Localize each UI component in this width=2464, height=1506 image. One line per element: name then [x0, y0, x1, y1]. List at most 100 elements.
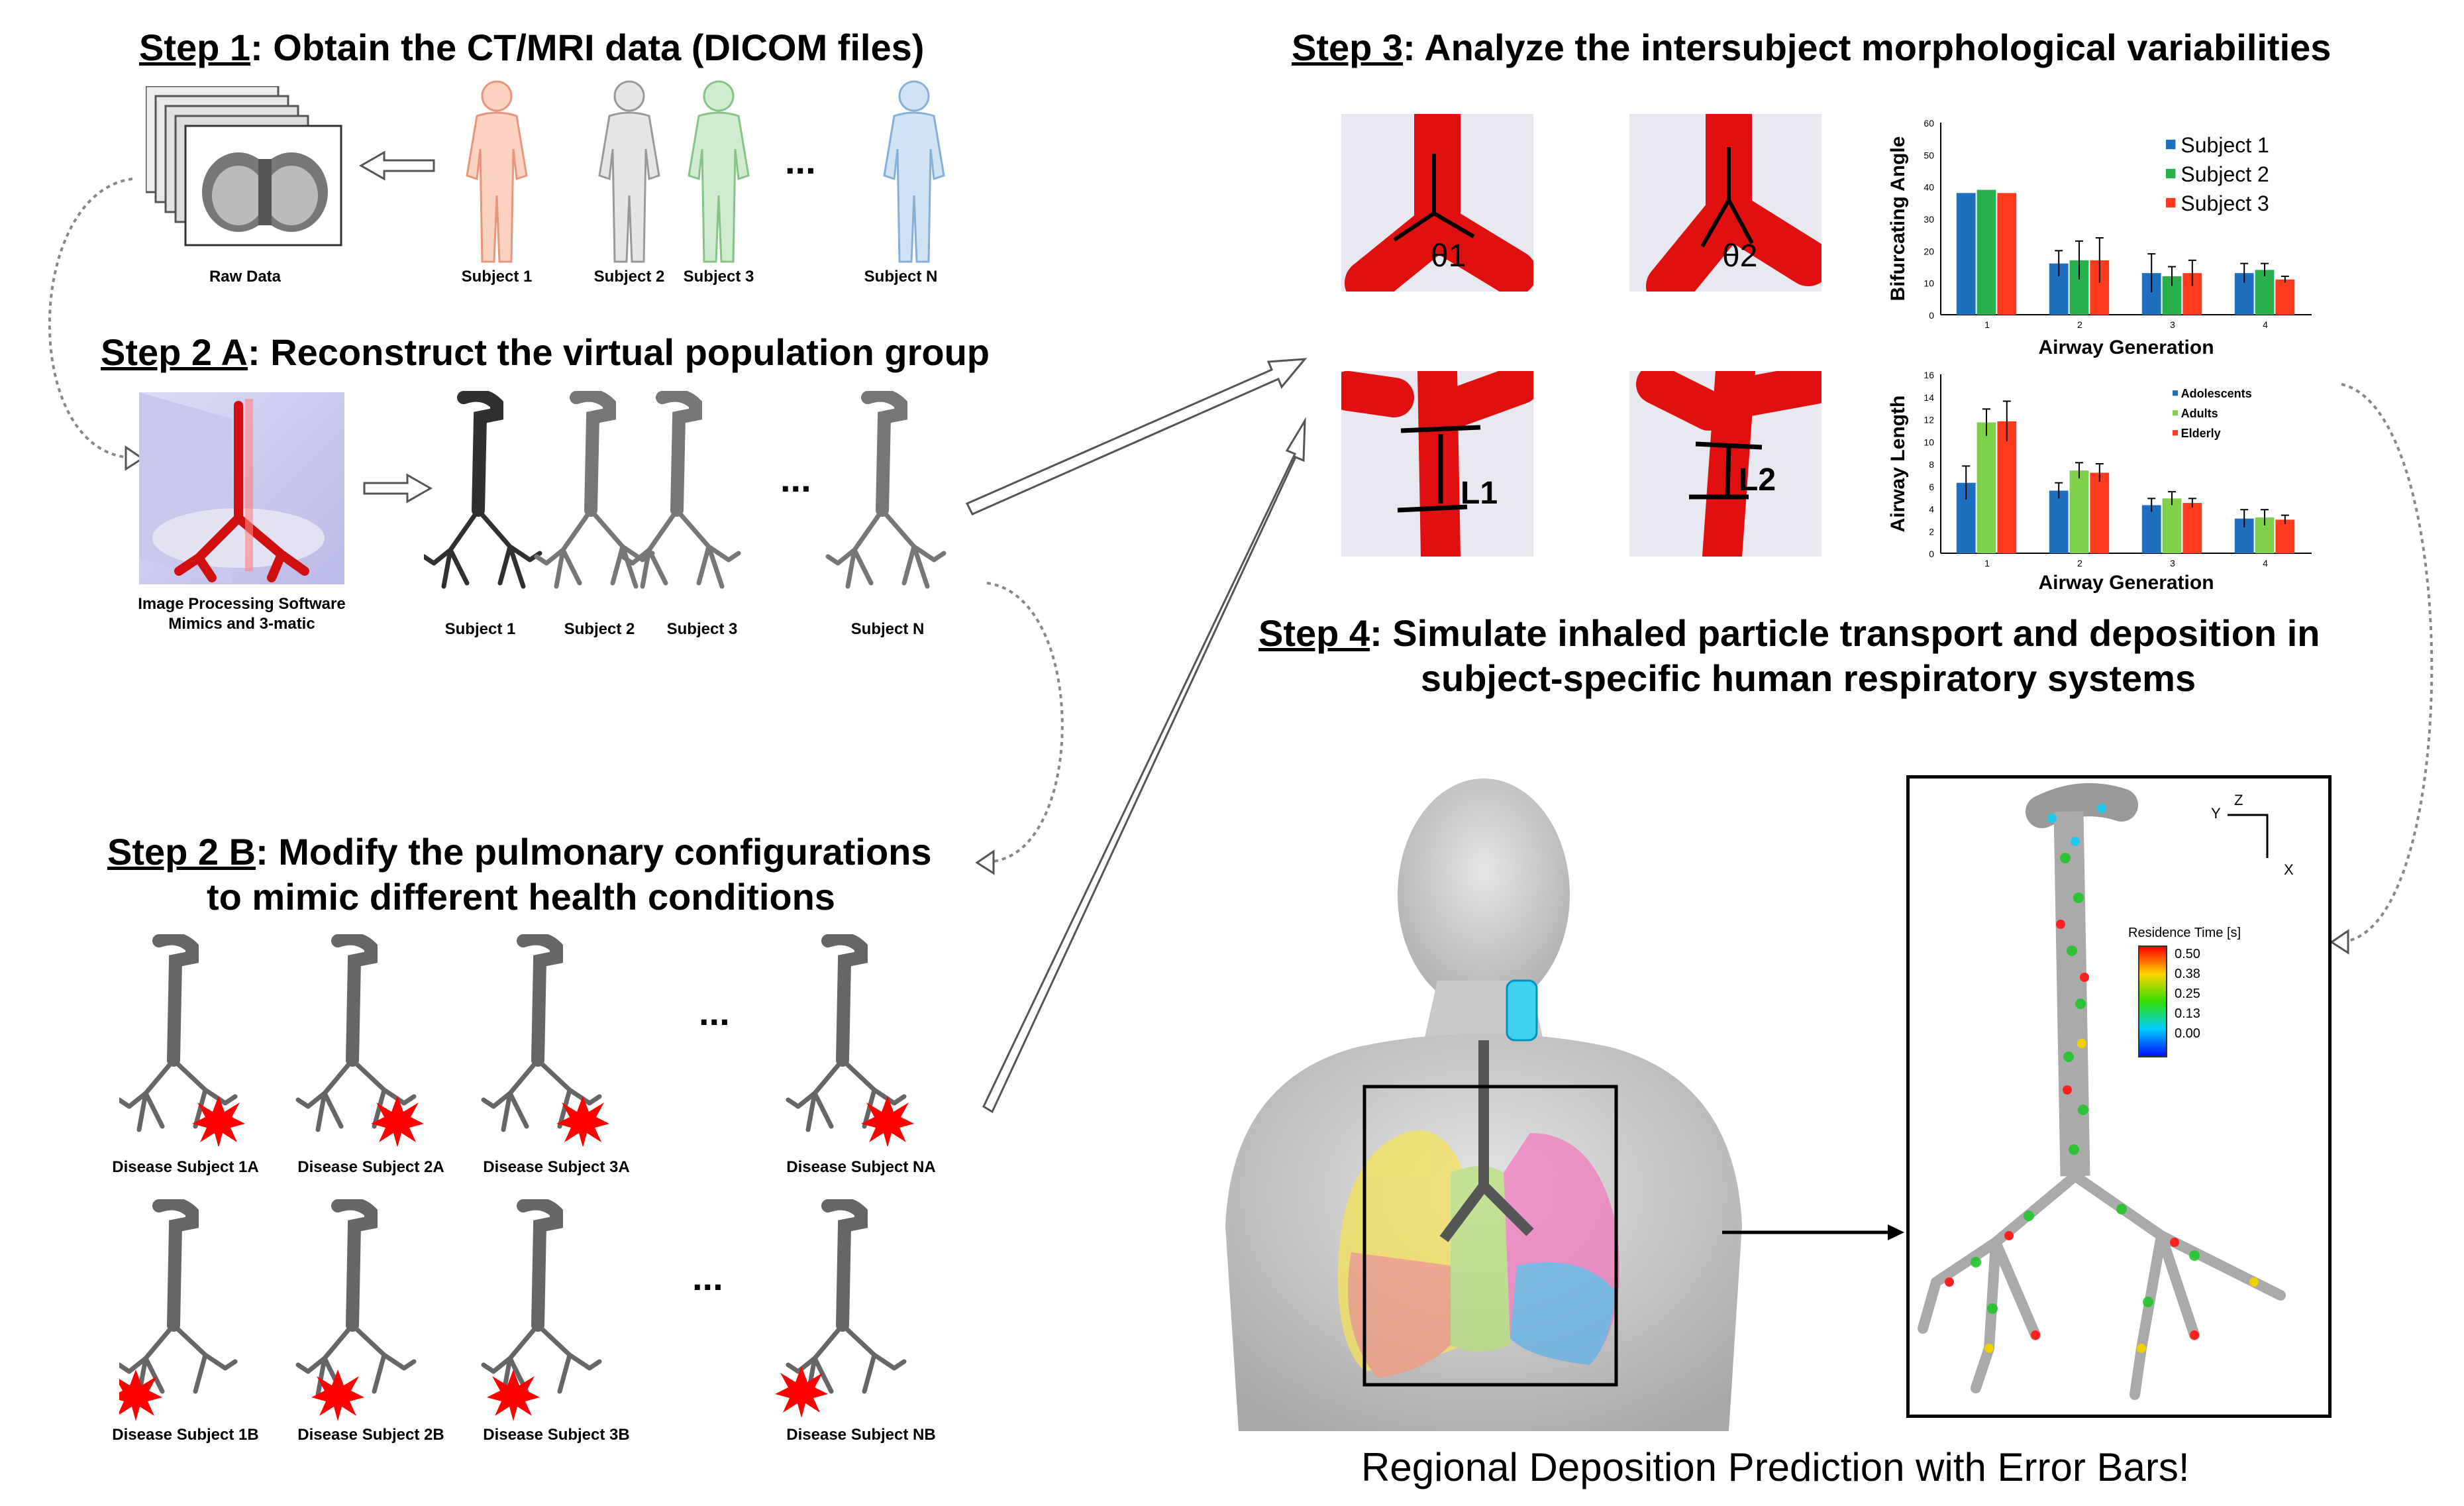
diagonal-arrow-upper-icon: [965, 358, 1308, 515]
colorbar-tick-4: 0.13: [2175, 1006, 2200, 1021]
y-axis-title: Airway Length: [1887, 396, 1909, 533]
diagonal-arrow-lower-icon: [982, 417, 1306, 1114]
step2b-title: Step 2 B: Modify the pulmonary configura…: [107, 830, 932, 875]
step1-text: : Obtain the CT/MRI data (DICOM files): [250, 27, 925, 68]
ellipsis-top: ...: [785, 140, 816, 182]
software-caption-line2: Mimics and 3-matic: [168, 615, 315, 633]
angle-image-1: θ1: [1341, 91, 1537, 306]
disease-airway-na-icon: [788, 939, 914, 1146]
disease-caption-na: Disease Subject NA: [786, 1158, 936, 1176]
step4-label: Step 4: [1258, 612, 1370, 654]
disease-caption-2a: Disease Subject 2A: [297, 1158, 444, 1176]
disease-airways-row-b: [119, 1199, 994, 1421]
subject-caption-mid-2: Subject 2: [564, 620, 635, 638]
angle-image-2: θ2: [1629, 91, 1831, 309]
ellipsis-mid: ...: [780, 458, 811, 500]
body-subject-2-icon: [598, 80, 660, 263]
curved-arrow-left: [48, 178, 144, 471]
bar-elderly-gen-2: [2090, 472, 2110, 553]
box-to-render-arrow-icon: [1722, 1224, 1904, 1240]
airway-bifurcation-angle-2: θ2: [1646, 91, 1831, 309]
step1-title: Step 1: Obtain the CT/MRI data (DICOM fi…: [139, 25, 924, 70]
step3-label: Step 3: [1292, 27, 1404, 68]
disease-caption-nb: Disease Subject NB: [786, 1426, 936, 1444]
x-tick-label: 3: [2170, 558, 2175, 568]
subject-caption-mid-n: Subject N: [850, 620, 925, 638]
y-tick-label: 16: [1924, 370, 1934, 380]
legend-label-3: Subject 3: [2181, 191, 2269, 215]
x-tick-label: 3: [2170, 319, 2175, 330]
disease-airway-2b-icon: [298, 1204, 414, 1421]
bar-elderly-gen-1: [1997, 421, 2017, 553]
disease-airway-1a-icon: [119, 939, 245, 1146]
colorbar-tick-3: 0.25: [2175, 987, 2200, 1001]
y-tick-label: 10: [1924, 437, 1934, 447]
x-tick-label: 4: [2263, 558, 2268, 568]
legend-swatch-1: [2166, 139, 2176, 150]
bar-elderly-gen-3: [2182, 503, 2202, 553]
disease-airway-3a-icon: [484, 939, 609, 1146]
y-tick-label: 50: [1924, 150, 1934, 160]
airway-subject-1-icon: [424, 396, 540, 586]
step2a-text: : Reconstruct the virtual population gro…: [247, 331, 990, 373]
y-axis-title: Bifurcating Angle: [1887, 136, 1909, 301]
step2b-line2: to mimic different health conditions: [207, 876, 835, 918]
right-arrow-icon: [363, 473, 433, 504]
axis-x-label: X: [2284, 861, 2294, 878]
colorbar-tick-1: 0.50: [2175, 947, 2200, 961]
bar-subject-2-gen-4: [2255, 270, 2275, 315]
airway-length-image-2: L2: [1636, 351, 1835, 576]
bar-adolescents-gen-3: [2141, 505, 2161, 553]
disease-caption-3a: Disease Subject 3A: [483, 1158, 630, 1176]
disease-caption-2b: Disease Subject 2B: [297, 1426, 444, 1444]
torso-lungs-render: [1225, 779, 1742, 1431]
step2b-label: Step 2 B: [107, 831, 256, 873]
y-tick-label: 14: [1924, 392, 1934, 403]
airway-subject-n-icon: [828, 396, 944, 586]
legend-swatch-3: [2166, 197, 2176, 208]
x-tick-label: 1: [1984, 319, 1990, 330]
legend-swatch-2: [2166, 168, 2176, 179]
ellipsis-2b-a: ...: [699, 991, 730, 1033]
bottom-caption: Regional Deposition Prediction with Erro…: [1361, 1445, 2190, 1489]
x-axis-title: Airway Generation: [2038, 572, 2214, 593]
step3-title: Step 3: Analyze the intersubject morphol…: [1292, 25, 2331, 70]
left-arrow-icon: [358, 150, 435, 181]
step2a-label: Step 2 A: [101, 331, 248, 373]
ct-scan-stack-image: [144, 85, 342, 246]
software-image: [139, 392, 344, 584]
particle-deposition-render: Y Z X: [1918, 783, 2294, 1400]
disease-caption-1a: Disease Subject 1A: [112, 1158, 259, 1176]
bar-subject-3-gen-1: [1997, 193, 2017, 315]
y-tick-label: 60: [1924, 118, 1934, 129]
y-tick-label: 2: [1929, 526, 1934, 537]
legend-label-1: Subject 1: [2181, 133, 2269, 157]
bar-adults-gen-3: [2162, 498, 2182, 553]
x-tick-label: 2: [2077, 558, 2082, 568]
disease-caption-3b: Disease Subject 3B: [483, 1426, 630, 1444]
airway-reconstruction-image: [139, 392, 325, 584]
bar-subject-1-gen-1: [1956, 193, 1976, 315]
legend-swatch-2: [2173, 410, 2179, 416]
colorbar-tick-5: 0.00: [2175, 1026, 2200, 1041]
disease-caption-1b: Disease Subject 1B: [112, 1426, 259, 1444]
disease-airway-nb-icon: [775, 1204, 904, 1418]
subject-caption-top-1: Subject 1: [461, 268, 533, 286]
legend-label-2: Subject 2: [2181, 162, 2269, 186]
step4-title: Step 4: Simulate inhaled particle transp…: [1258, 611, 2320, 656]
bar-adults-gen-1: [1976, 422, 1996, 553]
legend-swatch-3: [2173, 430, 2179, 436]
step2b-text: : Modify the pulmonary configurations: [256, 831, 932, 873]
subject-caption-top-2: Subject 2: [593, 268, 665, 286]
y-tick-label: 12: [1924, 415, 1934, 425]
disease-airway-1b-icon: [119, 1204, 235, 1421]
body-subject-1-icon: [466, 80, 528, 263]
axis-y-label: Y: [2211, 805, 2221, 822]
step4-line2: subject-specific human respiratory syste…: [1420, 657, 2196, 699]
raw-data-caption: Raw Data: [209, 268, 282, 286]
colorbar-title: Residence Time [s]: [2128, 926, 2241, 940]
body-silhouettes: [466, 80, 945, 263]
airway-subject-3-icon: [623, 396, 739, 586]
